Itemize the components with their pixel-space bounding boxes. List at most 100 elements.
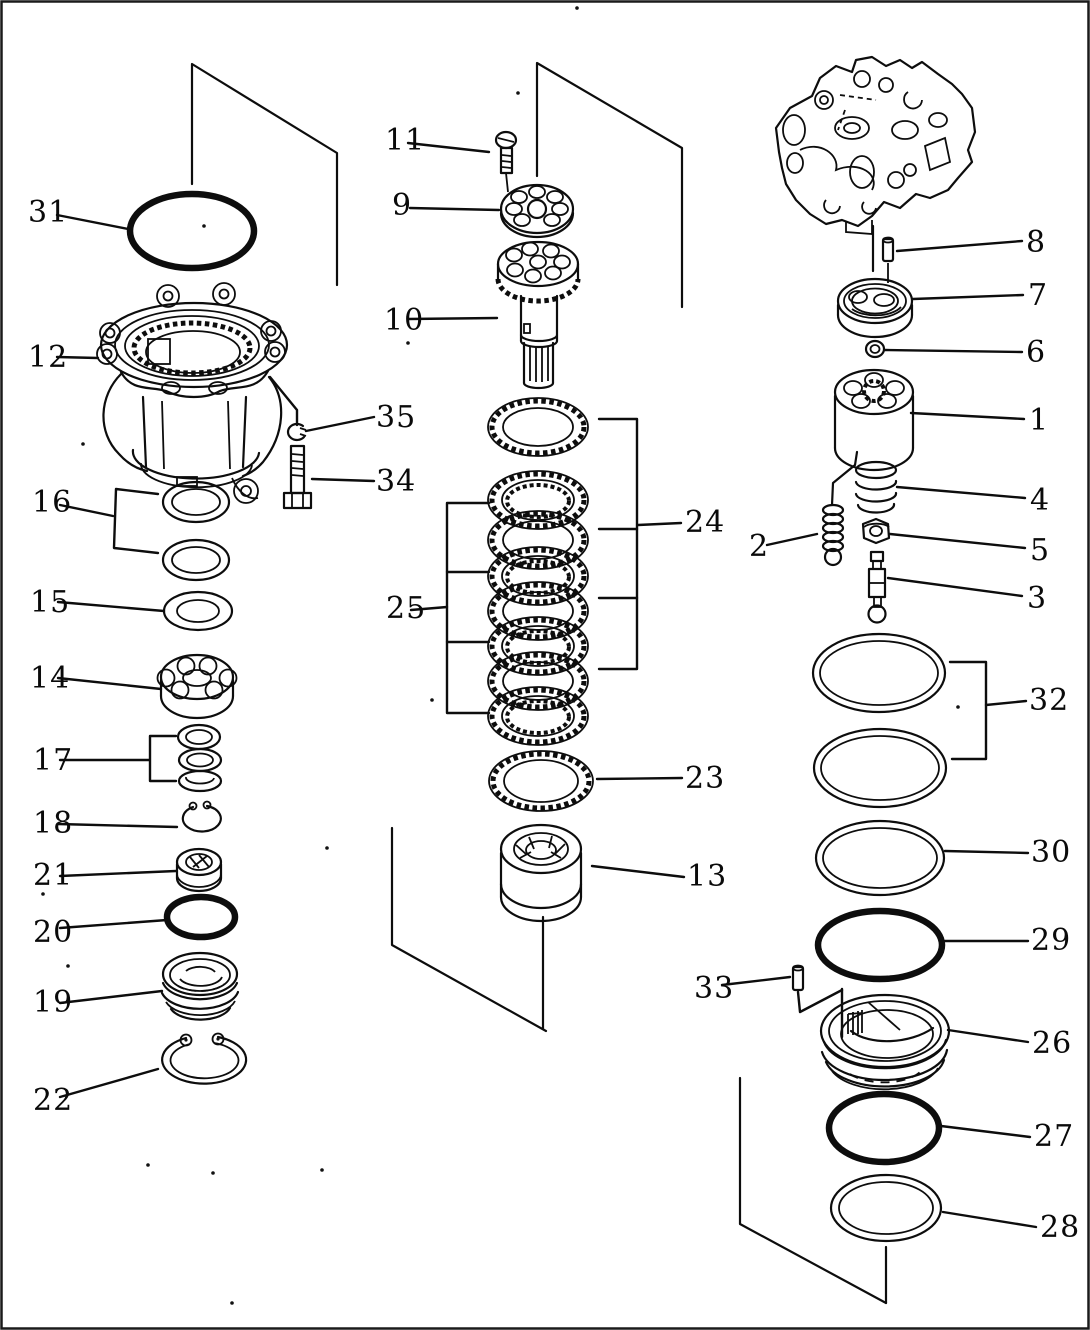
part-label-27: 27 xyxy=(1034,1119,1074,1154)
scan-speck-10 xyxy=(146,1163,150,1167)
part-label-35: 35 xyxy=(376,400,416,435)
part-30-backup-ring xyxy=(814,819,946,897)
leader-line-34 xyxy=(310,477,376,483)
part-16-seal-ring-pair xyxy=(161,480,231,582)
part-22-circlip xyxy=(161,1032,248,1085)
part-label-33: 33 xyxy=(694,971,734,1006)
boundary-line-middle-bottom xyxy=(390,826,548,1033)
part-23-toothed-disc xyxy=(488,750,594,812)
part-label-10: 10 xyxy=(384,303,424,338)
part-29-o-ring xyxy=(814,907,946,983)
part-27-o-ring xyxy=(825,1090,943,1166)
leader-line-16 xyxy=(58,503,115,518)
part-6-nut-small xyxy=(864,339,886,359)
leader-line-17-1 xyxy=(148,734,178,783)
leader-line-11 xyxy=(406,141,491,154)
leader-line-19 xyxy=(58,989,164,1005)
leader-line-33 xyxy=(720,975,792,987)
leader-line-35-1 xyxy=(268,375,299,427)
leader-line-3 xyxy=(886,576,1024,598)
leader-line-24-1 xyxy=(597,417,639,671)
scan-speck-6 xyxy=(956,705,960,709)
part-label-26: 26 xyxy=(1032,1026,1072,1061)
part-label-13: 13 xyxy=(687,859,727,894)
part-17-seal-ring-set xyxy=(176,723,223,793)
leader-line-7 xyxy=(911,293,1025,301)
part-7-valve-plate xyxy=(836,277,914,339)
part-2-spring-plunger xyxy=(821,450,859,567)
part-label-4: 4 xyxy=(1030,483,1050,518)
part-label-24: 24 xyxy=(685,505,725,540)
disc-25-b xyxy=(487,546,589,606)
boundary-line-middle-top xyxy=(535,61,684,309)
part-label-29: 29 xyxy=(1031,923,1071,958)
scan-speck-4 xyxy=(81,442,85,446)
part-label-2: 2 xyxy=(749,529,769,564)
part-label-23: 23 xyxy=(685,761,725,796)
boundary-line-right-bottom xyxy=(738,1076,888,1305)
leader-line-24 xyxy=(636,521,683,527)
part-label-5: 5 xyxy=(1030,533,1050,568)
part-valve-body-casting xyxy=(774,55,977,273)
leader-line-33-1 xyxy=(796,988,844,1014)
part-label-1: 1 xyxy=(1029,403,1049,438)
disc-25-a xyxy=(487,470,589,530)
leader-line-21 xyxy=(58,869,178,878)
leader-line-26 xyxy=(946,1028,1030,1044)
scan-speck-1 xyxy=(202,224,206,228)
part-label-31: 31 xyxy=(28,195,68,230)
part-12-swing-case-housing xyxy=(96,282,289,504)
part-label-25: 25 xyxy=(386,591,426,626)
leader-line-12 xyxy=(55,355,100,360)
leader-line-28 xyxy=(941,1210,1038,1229)
leader-line-5 xyxy=(888,532,1027,550)
leader-line-10 xyxy=(406,316,499,321)
scan-speck-7 xyxy=(325,846,329,850)
leader-line-4 xyxy=(895,485,1027,500)
part-label-7: 7 xyxy=(1028,278,1048,313)
scan-speck-2 xyxy=(516,91,520,95)
part-label-9: 9 xyxy=(392,188,412,223)
part-21-needle-bearing xyxy=(175,847,223,893)
part-13-roller-bearing xyxy=(499,823,583,923)
part-label-19: 19 xyxy=(33,985,73,1020)
leader-line-8 xyxy=(895,239,1024,253)
part-label-18: 18 xyxy=(33,806,73,841)
leader-lines xyxy=(55,141,1038,1229)
part-5-hex-nut xyxy=(861,517,891,545)
leader-line-31 xyxy=(55,213,130,231)
part-18-snap-ring xyxy=(181,800,222,833)
boundary-line-left xyxy=(190,62,339,287)
disc-25-d xyxy=(487,686,589,746)
part-26-grooved-cover xyxy=(819,993,951,1091)
part-24-25-disc-stack xyxy=(487,397,589,746)
scan-speck-3 xyxy=(406,341,410,345)
leader-line-20 xyxy=(58,918,169,930)
leader-line-18 xyxy=(56,822,179,829)
leader-line-1 xyxy=(909,411,1026,421)
part-11-bolt xyxy=(494,130,518,193)
scan-specks xyxy=(41,6,960,1305)
scan-speck-8 xyxy=(41,892,45,896)
part-3-valve-stem xyxy=(867,550,887,624)
scan-speck-5 xyxy=(430,698,434,702)
part-19-threaded-cap xyxy=(160,951,240,1021)
part-label-14: 14 xyxy=(30,661,70,696)
leader-line-25 xyxy=(409,605,449,612)
part-label-16: 16 xyxy=(32,485,72,520)
part-label-21: 21 xyxy=(33,858,73,893)
scan-speck-12 xyxy=(320,1168,324,1172)
part-label-20: 20 xyxy=(33,915,73,950)
part-label-15: 15 xyxy=(30,585,70,620)
leader-line-16-1 xyxy=(112,487,160,555)
leader-line-30 xyxy=(943,849,1030,855)
leader-line-27 xyxy=(939,1124,1032,1139)
part-1-cylinder-block xyxy=(833,368,915,472)
part-4-spring xyxy=(854,460,898,514)
part-28-backup-ring xyxy=(829,1173,943,1243)
leader-line-35 xyxy=(304,415,376,433)
leader-line-2 xyxy=(765,532,819,547)
part-label-6: 6 xyxy=(1026,335,1046,370)
